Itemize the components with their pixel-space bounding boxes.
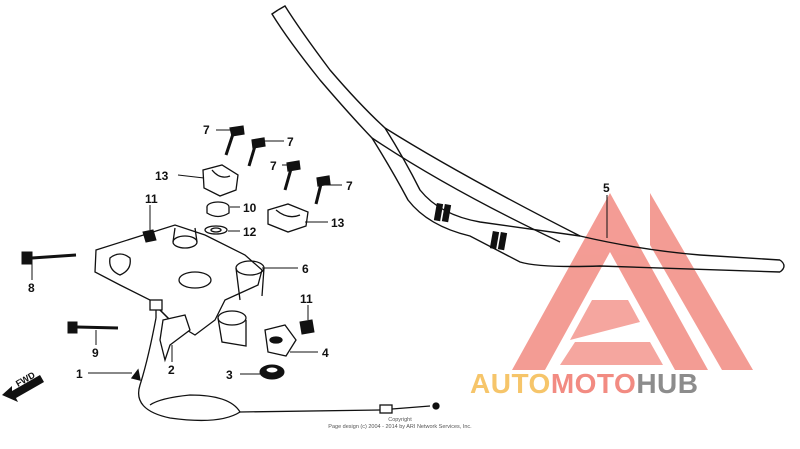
callout-8: 8 [28,281,35,295]
watermark-text-moto: MOTO [550,368,637,399]
bolt-9 [67,321,119,334]
collar-washer [204,201,230,235]
watermark-text-hub: HUB [636,368,699,399]
callout-11-b: 11 [300,292,313,306]
callout-5: 5 [603,181,610,195]
copyright-line-2: Page design (c) 2004 - 2014 by ARI Netwo… [328,424,472,430]
callout-1: 1 [76,367,83,381]
callout-7-a: 7 [203,123,210,137]
grommet-3 [259,364,285,380]
callout-10: 10 [243,201,257,215]
bolts-part-7 [224,125,331,205]
callout-7-d: 7 [346,179,353,193]
cap-11 [142,229,315,335]
callout-13-a: 13 [155,169,169,183]
callout-2: 2 [168,363,175,377]
callout-4: 4 [322,346,329,360]
callout-7-b: 7 [287,135,294,149]
watermark-triangle-logo [512,193,753,370]
callout-13-b: 13 [331,216,345,230]
callout-11-a: 11 [145,192,158,206]
bolt-8 [21,251,77,265]
handlebar [271,5,785,273]
leader-lines [31,129,608,375]
callout-labels: 7 7 7 7 13 13 10 12 11 11 6 8 9 4 3 2 1 … [28,123,610,382]
callout-7-c: 7 [270,159,277,173]
copyright-line-1: Copyright [388,417,412,423]
callout-9: 9 [92,346,99,360]
callout-6: 6 [302,262,309,276]
throttle-cable [130,299,440,422]
bracket-4 [264,324,297,357]
copyright-notice: Copyright Page design (c) 2004 - 2014 by… [328,417,472,430]
cable-clamp-2 [159,314,191,363]
upper-holder-right [267,203,309,233]
forward-direction-arrow: FWD [2,370,44,402]
watermark-text-auto: AUTO [470,368,551,399]
watermark-logo-text: AUTOMOTOHUB [470,368,792,400]
callout-12: 12 [243,225,257,239]
callout-3: 3 [226,368,233,382]
upper-holder-left [202,164,239,197]
